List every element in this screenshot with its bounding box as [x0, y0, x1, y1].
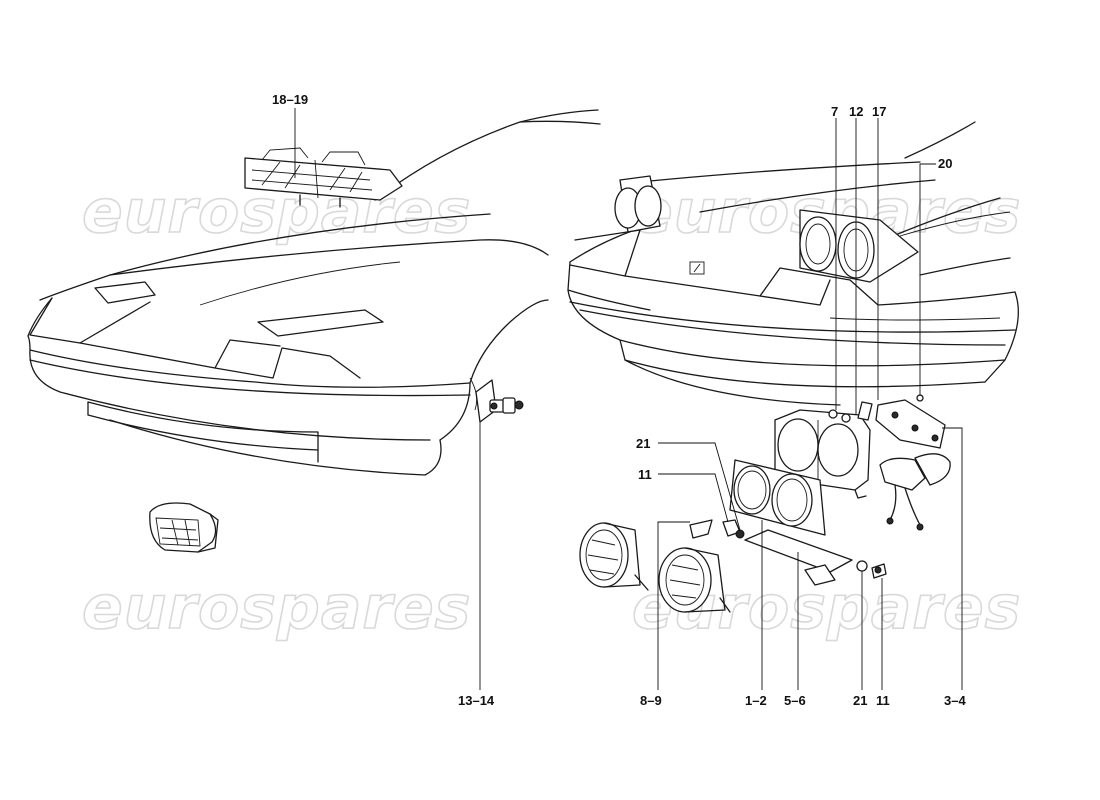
callout-11-bottom: 11	[876, 693, 890, 708]
callout-3-4: 3–4	[944, 693, 966, 708]
spring-clip	[689, 519, 713, 539]
headlamp-unit-front	[658, 547, 731, 613]
watermark-bottom-left: eurospares	[82, 573, 471, 643]
callout-17: 17	[872, 104, 886, 119]
callout-5-6: 5–6	[784, 693, 806, 708]
callout-21-bottom: 21	[853, 693, 867, 708]
callout-21-top: 21	[636, 436, 650, 451]
side-marker-lamp	[244, 147, 403, 208]
callout-7: 7	[831, 104, 838, 119]
right-car-front	[567, 121, 1019, 406]
headlamp-housing	[774, 409, 871, 499]
fasteners-top	[828, 394, 924, 423]
fog-lamp	[149, 502, 219, 553]
trim-strip	[744, 529, 853, 586]
left-car-front	[27, 109, 601, 476]
headlamp-unit-rear	[579, 522, 649, 591]
mounting-bracket-motor	[875, 399, 951, 531]
screws-and-nuts	[722, 519, 887, 579]
bracket-lamp-13-14	[475, 379, 524, 423]
callout-18-19: 18–19	[272, 92, 308, 107]
callout-13-14: 13–14	[458, 693, 495, 708]
callout-11-top: 11	[638, 467, 652, 482]
headlamp-bezel	[729, 459, 826, 536]
leader-lines	[294, 108, 963, 690]
callout-20: 20	[938, 156, 952, 171]
callout-12: 12	[849, 104, 863, 119]
callout-1-2: 1–2	[745, 693, 767, 708]
callout-8-9: 8–9	[640, 693, 662, 708]
